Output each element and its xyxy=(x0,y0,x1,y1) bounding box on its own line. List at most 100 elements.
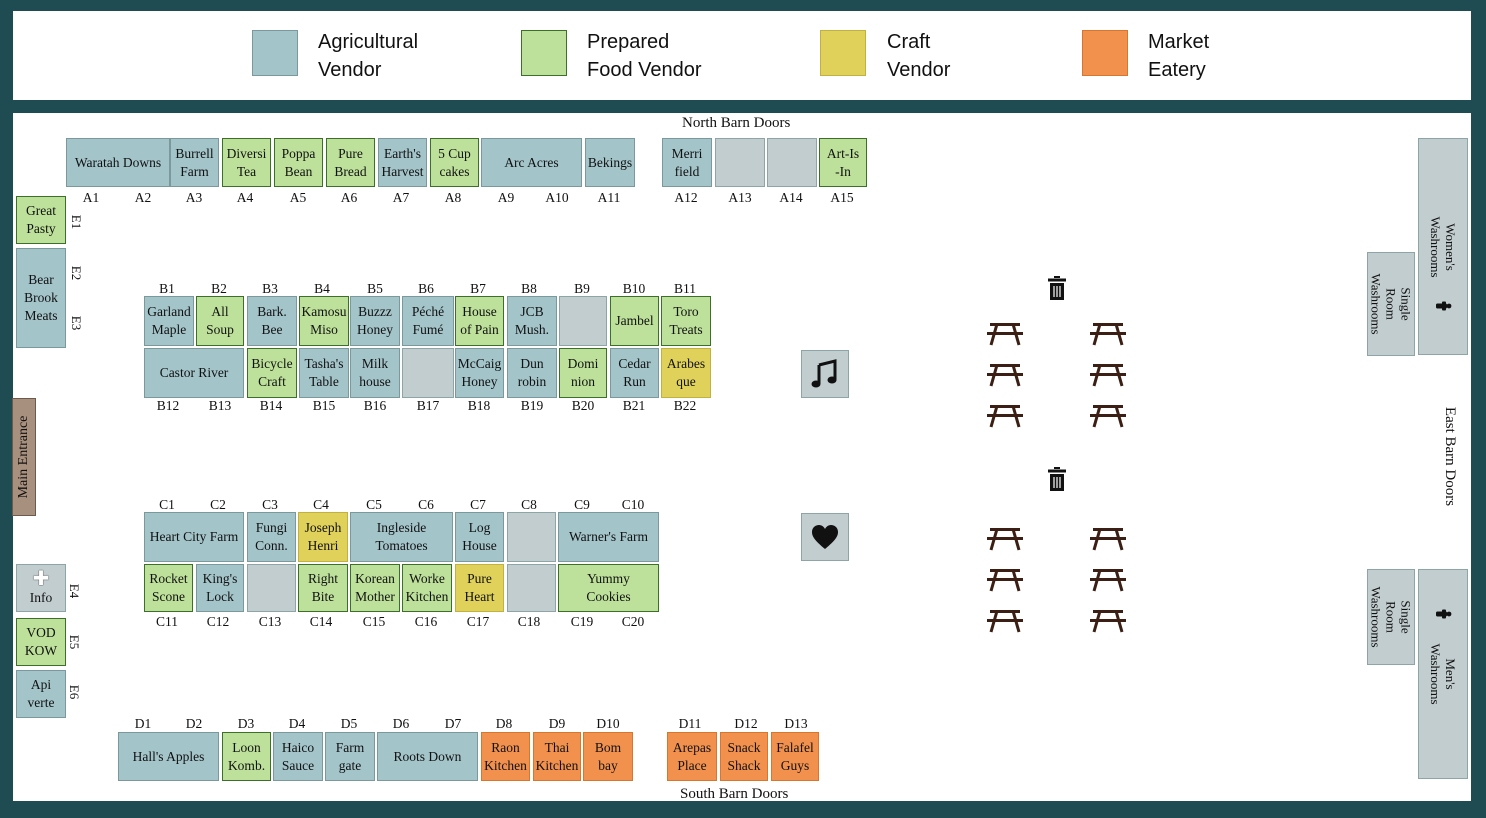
vendor-stall[interactable]: Log House xyxy=(455,512,504,562)
stall-number-label: B5 xyxy=(367,281,383,296)
vendor-stall[interactable] xyxy=(507,564,556,612)
stall-number-label: C13 xyxy=(258,614,282,629)
vendor-stall[interactable]: Dun robin xyxy=(507,348,557,398)
stall-number-label: C14 xyxy=(309,614,333,629)
vendor-stall[interactable]: Merri field xyxy=(662,138,712,187)
vendor-stall[interactable]: Garland Maple xyxy=(144,296,194,346)
stall-number-label: A9 xyxy=(497,190,515,205)
vendor-stall[interactable]: Thai Kitchen xyxy=(533,732,581,781)
vendor-stall[interactable]: Snack Shack xyxy=(720,732,768,781)
vendor-stall[interactable]: 5 Cup cakes xyxy=(430,138,479,187)
vendor-stall[interactable]: Arepas Place xyxy=(667,732,717,781)
vendor-stall[interactable]: Buzzz Honey xyxy=(350,296,400,346)
vendor-stall[interactable]: Pure Heart xyxy=(455,564,504,612)
vendor-stall[interactable] xyxy=(402,348,454,398)
vendor-stall[interactable]: Cedar Run xyxy=(610,348,659,398)
stall-number-label: A8 xyxy=(444,190,462,205)
trash-bin-icon xyxy=(1048,276,1066,300)
vendor-stall[interactable]: Art-Is -In xyxy=(819,138,867,187)
vendor-stall[interactable]: Pure Bread xyxy=(326,138,375,187)
vendor-stall[interactable]: Toro Treats xyxy=(661,296,711,346)
vendor-stall[interactable]: All Soup xyxy=(196,296,244,346)
legend-label: Craft xyxy=(887,31,931,53)
vendor-stall[interactable]: Poppa Bean xyxy=(274,138,323,187)
vendor-stall[interactable]: Arc Acres xyxy=(481,138,582,187)
vendor-stall[interactable] xyxy=(247,564,296,612)
vendor-stall[interactable]: Yummy Cookies xyxy=(558,564,659,612)
vendor-stall[interactable]: Ingleside Tomatoes xyxy=(350,512,453,562)
main-entrance[interactable]: Main Entrance xyxy=(12,398,36,516)
vendor-stall[interactable]: Haico Sauce xyxy=(273,732,323,781)
vendor-stall[interactable]: VOD KOW xyxy=(16,618,66,666)
stall-number-label: D1 xyxy=(134,716,152,731)
single-room-washroom-bottom[interactable]: Single Room Washrooms xyxy=(1367,569,1415,665)
single-room-washroom-top-label: Single Room Washrooms xyxy=(1368,273,1414,335)
vendor-stall[interactable] xyxy=(559,296,607,346)
vendor-stall[interactable]: Waratah Downs xyxy=(66,138,170,187)
vendor-stall[interactable]: Tasha's Table xyxy=(299,348,349,398)
stall-number-label: C15 xyxy=(362,614,386,629)
stall-number-label: B9 xyxy=(574,281,590,296)
vendor-stall[interactable]: Earth's Harvest xyxy=(378,138,427,187)
vendor-stall[interactable]: Burrell Farm xyxy=(170,138,219,187)
vendor-stall[interactable]: King's Lock xyxy=(196,564,244,612)
vendor-stall[interactable]: Loon Komb. xyxy=(222,732,271,781)
vendor-stall[interactable]: Kamosu Miso xyxy=(299,296,349,346)
vendor-stall[interactable]: Bear Brook Meats xyxy=(16,248,66,348)
info-booth[interactable]: ✚Info xyxy=(16,564,66,612)
vendor-stall[interactable] xyxy=(507,512,556,562)
vendor-stall[interactable]: Domi nion xyxy=(559,348,607,398)
stall-number-label: B19 xyxy=(520,398,544,413)
vendor-stall[interactable]: McCaig Honey xyxy=(455,348,504,398)
vendor-stall[interactable]: Great Pasty xyxy=(16,196,66,244)
vendor-stall[interactable]: Fungi Conn. xyxy=(247,512,296,562)
womens-washroom[interactable]: Women's Washrooms xyxy=(1418,138,1468,355)
legend-swatch-cr xyxy=(820,30,866,76)
vendor-stall[interactable]: Bekings xyxy=(585,138,635,187)
vendor-stall[interactable]: Api verte xyxy=(16,670,66,718)
vendor-stall[interactable]: Raon Kitchen xyxy=(481,732,530,781)
vendor-stall[interactable]: House of Pain xyxy=(455,296,504,346)
vendor-stall[interactable]: Worke Kitchen xyxy=(402,564,452,612)
vendor-stall[interactable]: Milk house xyxy=(350,348,400,398)
vendor-stall[interactable]: Heart City Farm xyxy=(144,512,244,562)
vendor-stall[interactable]: Farm gate xyxy=(325,732,375,781)
single-room-washroom-top[interactable]: Single Room Washrooms xyxy=(1367,252,1415,356)
vendor-stall[interactable] xyxy=(715,138,765,187)
stall-number-label: B11 xyxy=(673,281,696,296)
vendor-stall[interactable]: Jambel xyxy=(610,296,659,346)
music-note-icon[interactable] xyxy=(801,350,849,398)
vendor-stall[interactable]: Joseph Henri xyxy=(298,512,348,562)
vendor-stall[interactable]: Rocket Scone xyxy=(144,564,193,612)
picnic-table-icon xyxy=(1090,320,1126,346)
vendor-stall[interactable]: Falafel Guys xyxy=(771,732,819,781)
picnic-table-icon xyxy=(1090,566,1126,592)
heart-icon[interactable] xyxy=(801,513,849,561)
vendor-stall[interactable]: Hall's Apples xyxy=(118,732,219,781)
picnic-table-icon xyxy=(987,402,1023,428)
vendor-stall[interactable]: Diversi Tea xyxy=(222,138,271,187)
vendor-stall[interactable] xyxy=(767,138,817,187)
vendor-stall[interactable]: Roots Down xyxy=(377,732,478,781)
stall-number-label: A2 xyxy=(134,190,152,205)
legend xyxy=(13,11,1471,100)
vendor-stall[interactable]: Right Bite xyxy=(298,564,348,612)
picnic-table-icon xyxy=(987,320,1023,346)
vendor-stall[interactable]: Bom bay xyxy=(583,732,633,781)
stall-number-label: D11 xyxy=(678,716,702,731)
stall-number-label: C2 xyxy=(210,497,226,512)
vendor-stall[interactable]: Arabes que xyxy=(661,348,711,398)
vendor-stall[interactable]: Péché Fumé xyxy=(402,296,454,346)
vendor-stall[interactable]: Bark. Bee xyxy=(247,296,297,346)
stall-number-label: C5 xyxy=(366,497,382,512)
vendor-stall[interactable]: JCB Mush. xyxy=(507,296,557,346)
vendor-stall[interactable]: Castor River xyxy=(144,348,244,398)
vendor-stall[interactable]: Korean Mother xyxy=(350,564,400,612)
stall-number-label: C12 xyxy=(206,614,230,629)
east-barn-doors-label: East Barn Doors xyxy=(1442,406,1459,507)
stall-number-label: B3 xyxy=(262,281,278,296)
vendor-stall[interactable]: Warner's Farm xyxy=(558,512,659,562)
vendor-stall[interactable]: Bicycle Craft xyxy=(247,348,297,398)
picnic-table-icon xyxy=(987,361,1023,387)
mens-washroom[interactable]: Men's Washrooms xyxy=(1418,569,1468,779)
